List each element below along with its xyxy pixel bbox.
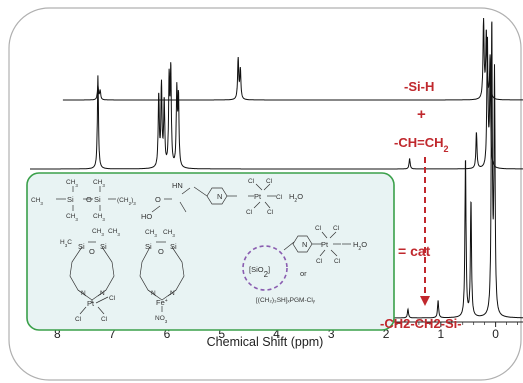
- svg-text:Si: Si: [145, 242, 152, 251]
- svg-text:Fe+: Fe+: [156, 298, 168, 307]
- svg-text:NO3: NO3: [155, 315, 168, 324]
- svg-text:N: N: [170, 290, 175, 297]
- svg-text:CH3: CH3: [66, 179, 78, 188]
- svg-text:N: N: [302, 240, 307, 249]
- pt-macrocycle: [69, 241, 115, 315]
- x-tick-label: 1: [437, 327, 444, 341]
- svg-text:Si: Si: [94, 195, 101, 204]
- inset-box: [26, 172, 395, 331]
- ligand-labels: CH3 CH3 CH3 Si O Si CH3 CH3 (CH2)3 O HN …: [31, 178, 303, 222]
- svg-text:Si: Si: [78, 242, 85, 251]
- label-sih: -Si-H: [404, 79, 434, 94]
- svg-text:Pt: Pt: [87, 299, 95, 308]
- svg-text:Si: Si: [170, 242, 177, 251]
- label-plus: +: [417, 106, 426, 123]
- x-tick-label: 8: [54, 327, 61, 341]
- pt-macrocycle-labels: H3C CH3 CH3 Si O Si N N Pt Cl Cl Cl: [60, 228, 120, 323]
- svg-text:N: N: [151, 290, 156, 297]
- fe-macrocycle: [139, 241, 185, 312]
- x-tick-label: 2: [383, 327, 390, 341]
- x-tick-label: 7: [109, 327, 116, 341]
- svg-text:HO: HO: [141, 212, 152, 221]
- svg-text:CH3: CH3: [163, 229, 175, 238]
- svg-text:Cl: Cl: [75, 316, 82, 323]
- svg-text:O: O: [89, 247, 95, 256]
- svg-text:O: O: [86, 195, 92, 204]
- x-tick-label: 5: [218, 327, 225, 341]
- svg-text:O: O: [155, 195, 161, 204]
- svg-text:Cl: Cl: [101, 316, 108, 323]
- ligand-structure: [56, 183, 276, 213]
- svg-text:CH3: CH3: [145, 229, 157, 238]
- svg-text:Pt: Pt: [254, 192, 262, 201]
- svg-text:CH3: CH3: [31, 197, 43, 206]
- svg-text:H3C: H3C: [60, 239, 72, 248]
- svg-text:Cl: Cl: [109, 295, 116, 302]
- x-axis-title: Chemical Shift (ppm): [207, 335, 324, 349]
- spectrum-1: [62, 17, 523, 101]
- svg-text:Cl: Cl: [267, 209, 274, 216]
- annotations: -Si-H + -CH=CH2 = cat -CH2-CH2-Si-: [380, 79, 462, 331]
- svg-text:Cl: Cl: [248, 178, 255, 185]
- svg-text:[(CH₂)₃SH]ₓPGM-Clᵧ: [(CH₂)₃SH]ₓPGM-Clᵧ: [256, 297, 316, 304]
- label-vinyl: -CH=CH2: [394, 135, 449, 154]
- svg-text:Cl: Cl: [333, 225, 340, 232]
- reaction-arrow-head: [420, 296, 430, 306]
- svg-text:Cl: Cl: [316, 258, 323, 265]
- svg-text:Cl: Cl: [246, 209, 253, 216]
- x-tick-label: 6: [164, 327, 171, 341]
- svg-text:CH3: CH3: [92, 228, 104, 237]
- svg-text:Cl: Cl: [266, 178, 273, 185]
- label-product: -CH2-CH2-Si-: [380, 316, 462, 331]
- x-tick-label: 4: [273, 327, 280, 341]
- svg-text:HN: HN: [172, 181, 183, 190]
- svg-text:N: N: [217, 192, 222, 201]
- svg-text:N: N: [100, 290, 105, 297]
- svg-text:N: N: [81, 290, 86, 297]
- svg-text:CH3: CH3: [93, 179, 105, 188]
- figure-frame: [8, 7, 522, 381]
- fe-macrocycle-labels: CH3 CH3 Si O Si N N Fe+ NO3: [145, 229, 177, 324]
- svg-text:Pt: Pt: [321, 240, 329, 249]
- svg-text:Cl: Cl: [276, 194, 283, 201]
- svg-text:CH3: CH3: [66, 213, 78, 222]
- svg-text:H2O: H2O: [289, 192, 303, 204]
- x-tick-label: 0: [492, 327, 499, 341]
- svg-text:Si: Si: [100, 242, 107, 251]
- svg-text:or: or: [300, 269, 307, 278]
- svg-text:Si: Si: [67, 195, 74, 204]
- spectrum-2: [30, 36, 523, 170]
- x-tick-label: 3: [328, 327, 335, 341]
- svg-text:O: O: [158, 247, 164, 256]
- svg-text:CH3: CH3: [93, 213, 105, 222]
- sio2-circle: [242, 245, 288, 291]
- svg-text:(CH2)3: (CH2)3: [117, 197, 136, 206]
- svg-text:CH3: CH3: [108, 228, 120, 237]
- svg-text:H2O: H2O: [353, 240, 367, 252]
- svg-text:Cl: Cl: [315, 225, 322, 232]
- svg-text:[SiO2]: [SiO2]: [249, 265, 270, 279]
- sio2-support: [SiO2] N Pt Cl Cl Cl Cl H2O or [(CH₂)₃SH…: [242, 225, 367, 304]
- label-cat: = cat: [398, 243, 431, 259]
- catalyst-inset: CH3 CH3 CH3 Si O Si CH3 CH3 (CH2)3 O HN …: [26, 172, 395, 331]
- svg-text:Cl: Cl: [334, 258, 341, 265]
